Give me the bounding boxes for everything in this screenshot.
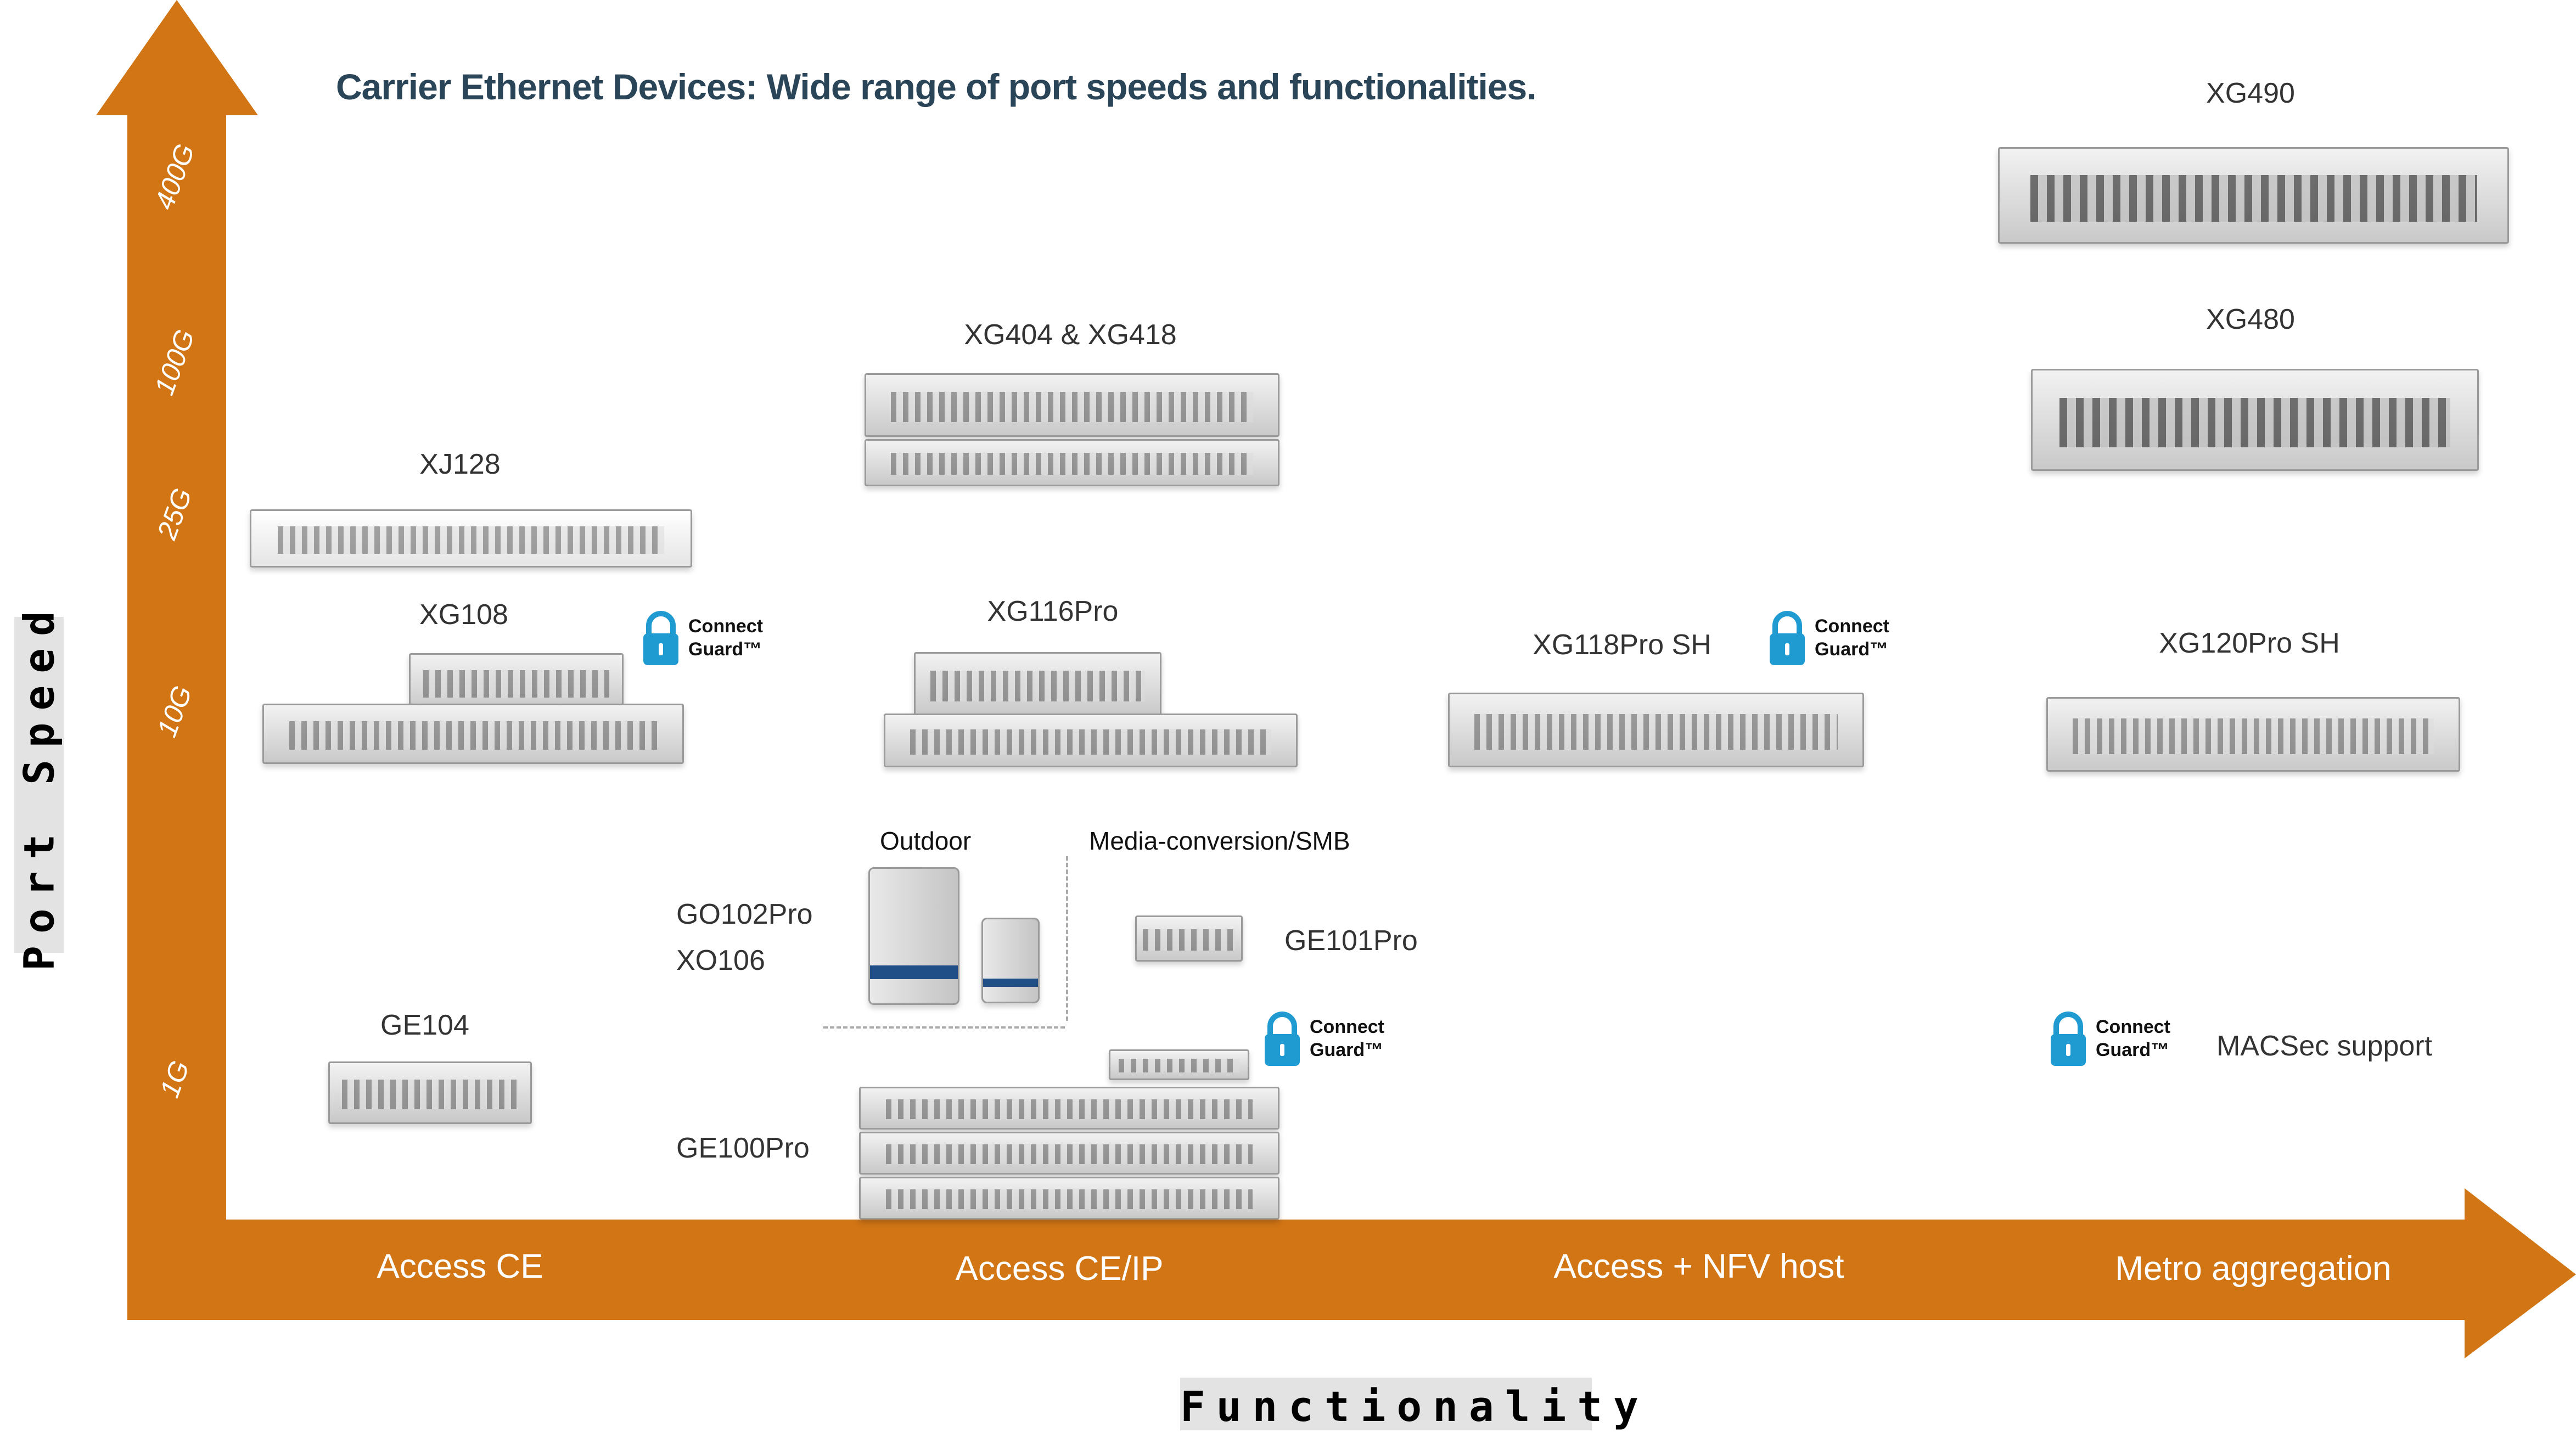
device-image-ge101pro bbox=[1135, 915, 1243, 962]
device-image-go102pro bbox=[868, 867, 959, 1005]
group-divider-vertical bbox=[1066, 856, 1068, 1021]
category-metro-aggregation: Metro aggregation bbox=[2115, 1250, 2392, 1288]
lock-icon bbox=[1265, 1012, 1300, 1066]
lock-icon bbox=[1770, 611, 1805, 665]
device-image-ge100pro-2 bbox=[859, 1132, 1279, 1175]
y-axis-arrow bbox=[96, 0, 258, 1320]
device-image-xg418 bbox=[865, 439, 1279, 486]
model-label-xg116pro: XG116Pro bbox=[987, 596, 1119, 627]
device-image-xg108-top bbox=[409, 653, 624, 711]
legend-macsec-support: MACSec support bbox=[2216, 1030, 2433, 1062]
model-label-xo106: XO106 bbox=[676, 945, 765, 976]
model-label-go102pro: GO102Pro bbox=[676, 898, 813, 930]
device-image-xo106 bbox=[981, 918, 1040, 1003]
category-access-nfv-host: Access + NFV host bbox=[1553, 1248, 1844, 1285]
device-image-xg108-bottom bbox=[262, 704, 684, 764]
model-label-ge100pro: GE100Pro bbox=[676, 1132, 810, 1164]
lock-icon bbox=[2051, 1012, 2086, 1066]
model-label-xg480: XG480 bbox=[2206, 304, 2295, 335]
device-image-ge104 bbox=[328, 1061, 532, 1124]
page-title: Carrier Ethernet Devices: Wide range of … bbox=[336, 66, 1537, 107]
category-access-ce: Access CE bbox=[377, 1248, 543, 1285]
model-label-xj128: XJ128 bbox=[419, 448, 501, 480]
model-label-ge101pro: GE101Pro bbox=[1284, 925, 1418, 957]
device-image-xg116pro-top bbox=[914, 652, 1161, 717]
lock-icon bbox=[643, 611, 678, 665]
model-label-xg108: XG108 bbox=[419, 599, 508, 631]
device-image-xg116pro-bottom bbox=[884, 714, 1298, 767]
group-label-media-conversion: Media-conversion/SMB bbox=[1089, 827, 1350, 855]
group-label-outdoor: Outdoor bbox=[880, 827, 972, 855]
y-axis-label: Port Speed bbox=[14, 599, 64, 971]
model-label-ge104: GE104 bbox=[380, 1009, 469, 1041]
device-image-xg118pro-sh bbox=[1448, 693, 1864, 767]
device-image-xg490 bbox=[1998, 147, 2509, 244]
device-image-ge100pro-small bbox=[1109, 1049, 1249, 1080]
x-axis-label: Functionality bbox=[1180, 1378, 1638, 1431]
model-label-xg490: XG490 bbox=[2206, 77, 2295, 109]
device-image-xj128 bbox=[250, 509, 692, 568]
group-divider-horizontal bbox=[823, 1026, 1065, 1029]
model-label-xg118pro-sh: XG118Pro SH bbox=[1533, 629, 1711, 661]
device-image-xg480 bbox=[2031, 369, 2479, 471]
device-image-ge100pro-1 bbox=[859, 1087, 1279, 1130]
x-axis-arrow bbox=[127, 1188, 2576, 1358]
device-image-xg404 bbox=[865, 373, 1279, 437]
model-label-xg404-xg418: XG404 & XG418 bbox=[964, 319, 1177, 351]
model-label-xg120pro-sh: XG120Pro SH bbox=[2159, 627, 2340, 659]
category-access-ce-ip: Access CE/IP bbox=[955, 1250, 1164, 1288]
device-image-xg120pro-sh bbox=[2046, 697, 2460, 772]
device-image-ge100pro-3 bbox=[859, 1177, 1279, 1220]
